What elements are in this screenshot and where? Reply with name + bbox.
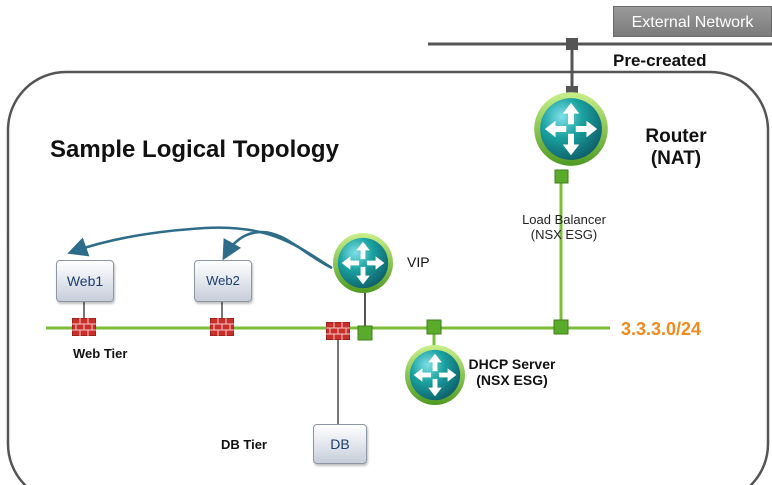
router-icon bbox=[534, 92, 608, 166]
dhcp-label-line1: DHCP Server bbox=[468, 356, 556, 372]
external-network-box: External Network bbox=[613, 6, 772, 37]
dhcp-label: DHCP Server (NSX ESG) bbox=[466, 356, 558, 388]
web-tier-label: Web Tier bbox=[73, 346, 128, 361]
subnet-label: 3.3.3.0/24 bbox=[621, 319, 702, 339]
router-subnet-port bbox=[553, 319, 569, 335]
web1-firewall-icon bbox=[72, 318, 96, 336]
lb-arrow-web2 bbox=[222, 230, 333, 270]
dhcp-port bbox=[426, 319, 442, 335]
vip-label: VIP bbox=[407, 254, 430, 270]
router-label-line1: Router bbox=[645, 126, 707, 147]
dhcp-label-line2: (NSX ESG) bbox=[476, 372, 548, 388]
load-balancer-label: Load Balancer (NSX ESG) bbox=[514, 212, 614, 242]
web1-host: Web1 bbox=[56, 260, 114, 302]
load-balancer-icon bbox=[332, 232, 394, 294]
vip-port bbox=[357, 325, 373, 341]
external-port bbox=[566, 38, 578, 50]
dhcp-server-icon bbox=[404, 344, 466, 406]
load-balancer-label-line1: Load Balancer bbox=[522, 212, 606, 227]
precreated-label: Pre-created bbox=[613, 51, 707, 70]
router-downlink-port bbox=[554, 169, 569, 184]
load-balancer-label-line2: (NSX ESG) bbox=[530, 227, 598, 242]
web2-host: Web2 bbox=[194, 260, 252, 302]
db-firewall-icon bbox=[326, 322, 350, 340]
diagram-title: Sample Logical Topology bbox=[50, 136, 339, 163]
router-label-line2: (NAT) bbox=[650, 148, 702, 169]
web2-firewall-icon bbox=[210, 318, 234, 336]
router-label: Router (NAT) bbox=[640, 126, 712, 170]
db-tier-label: DB Tier bbox=[221, 437, 267, 452]
db-host: DB bbox=[313, 424, 367, 464]
topology-boundary bbox=[6, 70, 770, 485]
